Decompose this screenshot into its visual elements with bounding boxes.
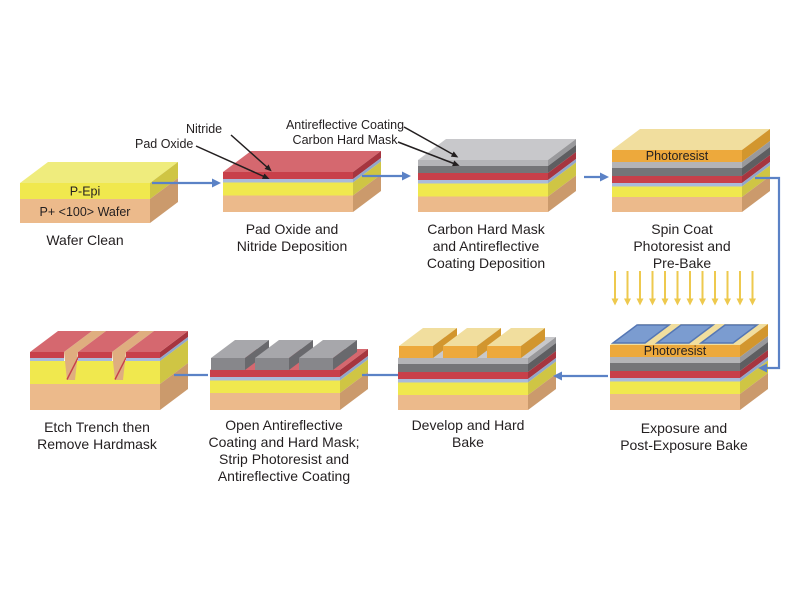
label-line: and Antireflective — [432, 238, 540, 254]
label-line: Pad Oxide and — [245, 221, 339, 237]
exposed-regions — [610, 324, 760, 344]
label-line: Antireflective Coating — [217, 468, 351, 484]
label-line: Develop and Hard — [411, 417, 525, 433]
layer-pad-oxide — [418, 159, 576, 184]
callout-pad-oxide: Pad Oxide — [135, 137, 194, 151]
label-line: Strip Photoresist and — [219, 451, 349, 467]
label-line: Photoresist and — [633, 238, 731, 254]
layer-p-epi — [30, 340, 188, 384]
label-line: Open Antireflective — [225, 417, 343, 433]
layer-nitride — [612, 155, 770, 183]
layer-substrate — [223, 174, 381, 212]
layer-nitride — [398, 351, 556, 379]
stack-etch-trench — [30, 331, 188, 410]
label-line: Carbon Hard Mask — [427, 221, 545, 237]
layer-nitride — [223, 151, 381, 179]
layer-substrate — [210, 372, 368, 410]
layer-hard-mask — [418, 145, 576, 173]
layer-substrate — [20, 178, 178, 223]
layer-pad-oxide — [210, 356, 368, 381]
layer-p-epi — [210, 359, 368, 393]
step-label-wafer-clean: Wafer Clean — [15, 232, 155, 249]
step-label-etch-trench: Etch Trench then Remove Hardmask — [17, 419, 177, 453]
layer-photoresist — [612, 129, 770, 162]
layer-substrate — [30, 363, 188, 410]
layer-pad-oxide — [612, 162, 770, 187]
label-line: Wafer Clean — [46, 232, 124, 248]
layer-arc — [612, 141, 770, 168]
layer-hard-mask — [612, 147, 770, 176]
stack-spin-coat: Photoresist — [612, 129, 770, 212]
hard-mask-bars — [211, 340, 357, 370]
mesa-caps — [30, 331, 188, 361]
stack-pad-oxide-nitride — [223, 151, 381, 212]
step-label-hard-mask-arc: Carbon Hard Mask and Antireflective Coat… — [396, 221, 576, 272]
layer-hard-mask — [398, 343, 556, 372]
photoresist-label: Photoresist — [646, 149, 709, 163]
label-line: Bake — [452, 434, 484, 450]
layer-pad-oxide — [398, 358, 556, 383]
layer-pad-oxide — [223, 158, 381, 183]
layer-arc — [418, 139, 576, 166]
label-line: Remove Hardmask — [37, 436, 157, 452]
p-epi-label: P-Epi — [70, 185, 101, 199]
layer-substrate — [418, 175, 576, 212]
layer-substrate — [610, 373, 768, 410]
callout-nitride: Nitride — [186, 122, 223, 136]
callout-antireflective-coating: Antireflective Coating — [285, 118, 405, 132]
step-label-exposure: Exposure and Post-Exposure Bake — [584, 420, 784, 454]
stack-wafer-clean: P-Epi P+ <100> Wafer — [20, 162, 178, 223]
layer-p-epi — [223, 161, 381, 196]
callout-arc-hard-mask: Antireflective Coating Carbon Hard Mask — [280, 118, 410, 148]
step-label-open-arc: Open Antireflective Coating and Hard Mas… — [189, 417, 379, 485]
label-line: Coating and Hard Mask; — [208, 434, 360, 450]
callout-carbon-hard-mask: Carbon Hard Mask — [292, 133, 398, 147]
stack-open-arc — [210, 340, 368, 410]
photoresist-bars — [399, 328, 545, 358]
layer-p-epi — [20, 162, 178, 199]
label-line: Post-Exposure Bake — [620, 437, 748, 453]
label-line: Spin Coat — [651, 221, 713, 237]
label-line: Exposure and — [640, 420, 728, 436]
label-line: Etch Trench then — [44, 419, 150, 435]
label-line: Coating Deposition — [426, 255, 546, 271]
layer-substrate — [398, 374, 556, 410]
layer-nitride — [418, 152, 576, 180]
stack-hard-mask-arc — [418, 139, 576, 212]
step-label-develop: Develop and Hard Bake — [388, 417, 548, 451]
step-label-spin-coat: Spin Coat Photoresist and Pre-Bake — [602, 221, 762, 272]
step-label-pad-oxide-nitride: Pad Oxide and Nitride Deposition — [212, 221, 372, 255]
layer-p-epi — [418, 162, 576, 197]
stack-develop — [398, 328, 556, 410]
substrate-label: P+ <100> Wafer — [40, 205, 131, 219]
label-line: Pre-Bake — [652, 255, 712, 271]
stack-exposure: Photoresist — [610, 271, 768, 410]
layer-p-epi — [398, 361, 556, 395]
exposure-arrows — [611, 271, 756, 306]
photoresist-label: Photoresist — [644, 344, 707, 358]
label-line: Nitride Deposition — [236, 238, 348, 254]
